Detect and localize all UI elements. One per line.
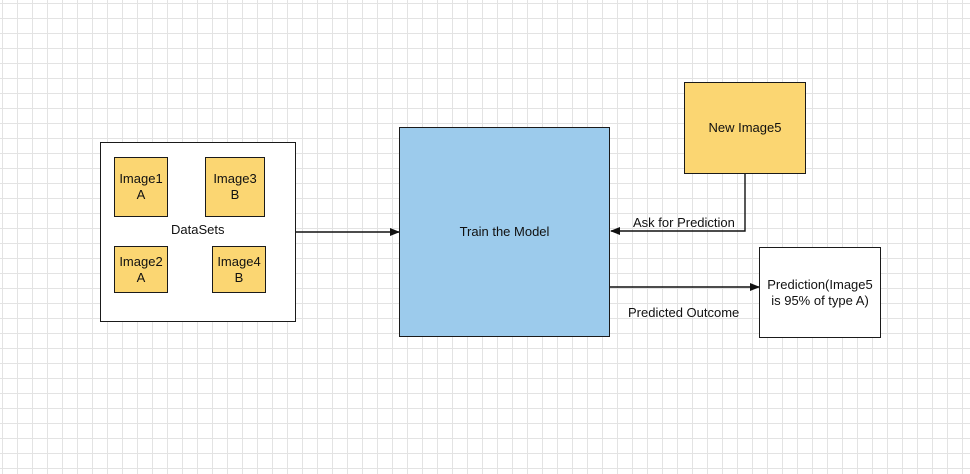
train-model-node: Train the Model bbox=[399, 127, 610, 337]
prediction-node: Prediction(Image5 is 95% of type A) bbox=[759, 247, 881, 338]
prediction-line-1: Prediction(Image5 bbox=[767, 276, 873, 292]
image-name: Image2 bbox=[119, 253, 163, 269]
new-image-label: New Image5 bbox=[708, 120, 782, 135]
predicted-outcome-label: Predicted Outcome bbox=[628, 305, 740, 320]
train-model-label: Train the Model bbox=[459, 224, 550, 239]
dataset-image-1: Image1 A bbox=[114, 157, 168, 217]
image-class: A bbox=[136, 269, 146, 285]
ask-for-prediction-label: Ask for Prediction bbox=[633, 215, 735, 230]
image-class: B bbox=[230, 187, 240, 202]
image-name: Image1 bbox=[119, 171, 163, 186]
dataset-image-2: Image2 A bbox=[114, 246, 168, 293]
edge-newimage-to-train bbox=[610, 174, 746, 235]
datasets-label: DataSets bbox=[171, 222, 225, 237]
new-image-node: New Image5 bbox=[684, 82, 806, 174]
image-name: Image4 bbox=[217, 253, 261, 269]
prediction-line-2: is 95% of type A) bbox=[771, 292, 869, 308]
dataset-image-3: Image3 B bbox=[205, 157, 265, 217]
image-name: Image3 bbox=[213, 171, 257, 186]
image-class: B bbox=[234, 269, 244, 285]
dataset-image-4: Image4 B bbox=[212, 246, 266, 293]
image-class: A bbox=[136, 187, 146, 202]
